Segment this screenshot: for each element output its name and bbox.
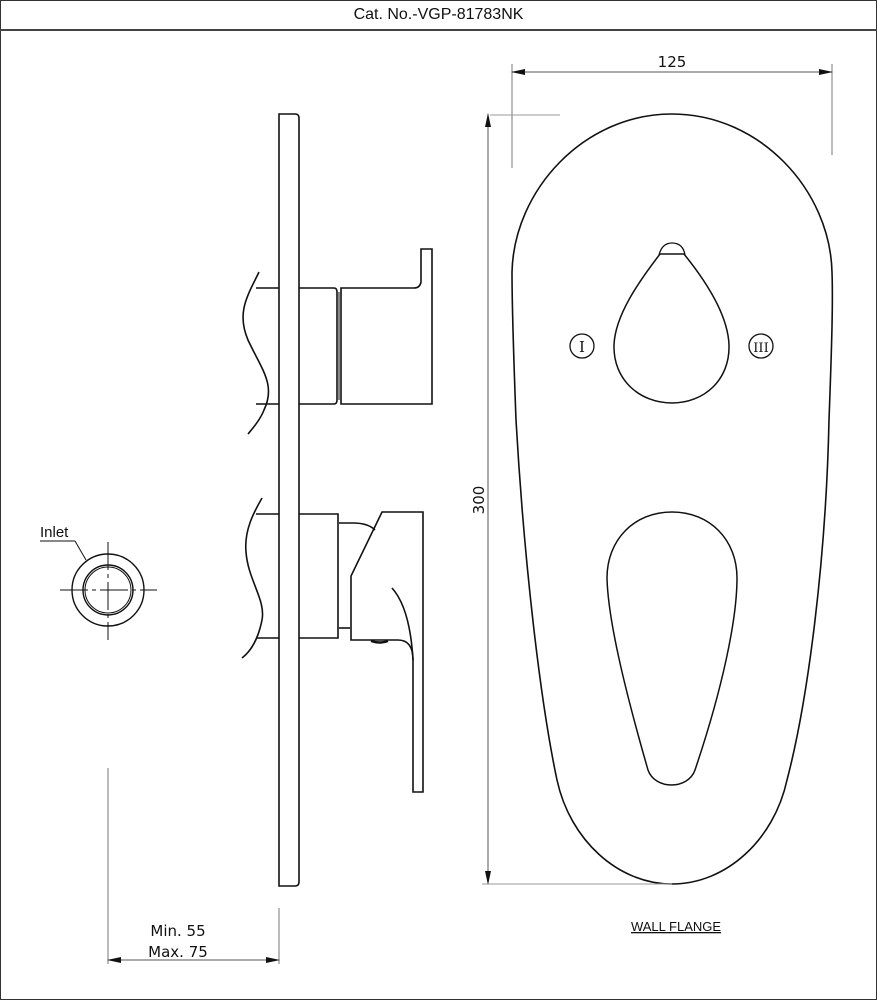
inlet-detail: Inlet (40, 524, 157, 640)
lever-handle (350, 511, 424, 793)
diverter-knob (340, 248, 433, 405)
dimension-height: 300 (470, 113, 672, 885)
height-label: 300 (470, 486, 488, 515)
diverter-body (242, 271, 338, 435)
depth-min-label: Min. 55 (150, 922, 205, 940)
dimension-depth: Min. 55 Max. 75 (107, 768, 280, 964)
wall-flange-label: WALL FLANGE (631, 919, 721, 934)
catalog-number: Cat. No.-VGP-81783NK (353, 5, 524, 23)
svg-text:I: I (579, 338, 585, 356)
position-marker-III: III (748, 333, 774, 359)
dimension-width: 125 (490, 53, 833, 168)
svg-text:III: III (753, 341, 768, 356)
position-marker-I: I (569, 333, 595, 359)
width-label: 125 (658, 53, 687, 71)
break-line-upper (242, 271, 270, 435)
flange-plate (278, 113, 300, 887)
side-view (241, 113, 433, 887)
knob-tip (658, 242, 686, 256)
lever-cutout (606, 511, 738, 786)
mixer-body (241, 497, 376, 659)
front-view: I III WALL FLANGE (511, 113, 834, 934)
title-bar: Cat. No.-VGP-81783NK (0, 0, 877, 31)
depth-max-label: Max. 75 (148, 943, 208, 961)
diverter-knob-front (613, 253, 730, 404)
break-line-lower (241, 497, 264, 659)
inlet-label: Inlet (40, 524, 69, 541)
wall-flange-outline (511, 113, 834, 885)
